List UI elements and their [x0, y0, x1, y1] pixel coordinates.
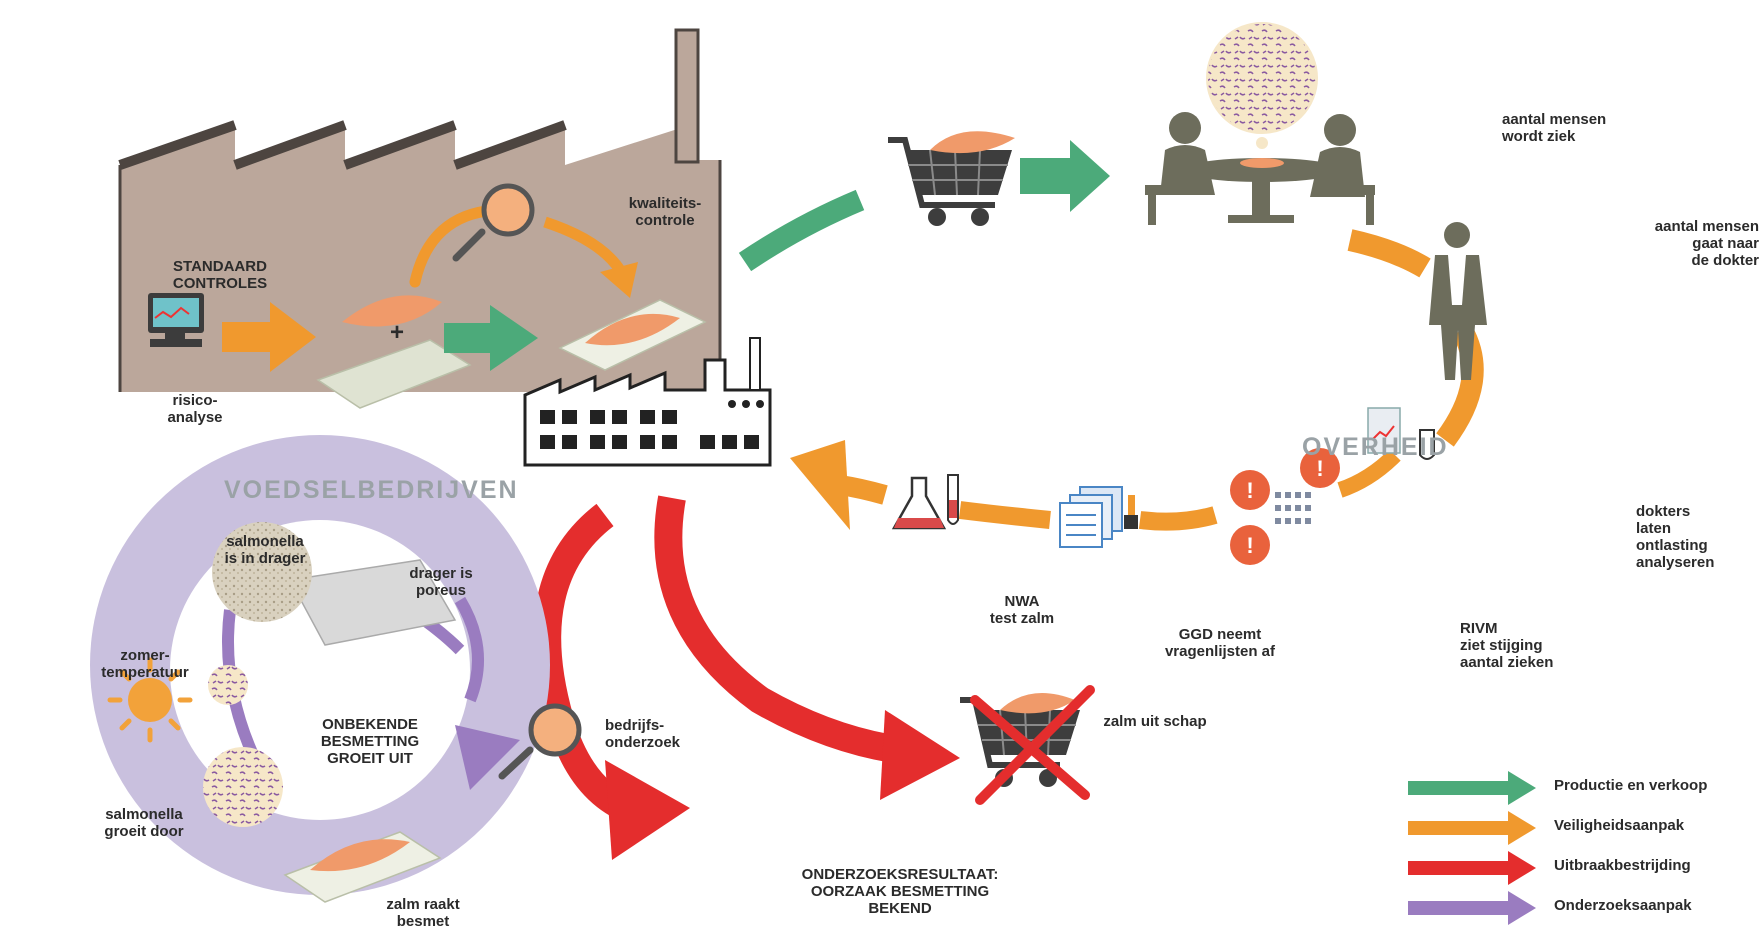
salmonella-grows [203, 747, 283, 827]
doctor-icon [1429, 222, 1487, 380]
svg-text:!: ! [1246, 533, 1253, 558]
carrier-tray [316, 339, 472, 409]
carrier-sphere [212, 522, 312, 622]
legend-label-safety: Veiligheidsaanpak [1554, 817, 1685, 834]
label-quality-control: kwaliteits- controle [628, 195, 702, 229]
production-arrow-packing [444, 305, 538, 371]
porous-carrier [288, 559, 457, 646]
research-magnifier-icon [498, 703, 582, 780]
label-ggd: GGD neemt vragenlijsten af [1164, 626, 1276, 660]
label-summer-temperature: zomer- temperatuur [101, 647, 189, 681]
legend-arrow-purple [1408, 891, 1536, 925]
label-salmon-off-shelf: zalm uit schap [1103, 713, 1207, 730]
label-rivm: RIVM ziet stijging aantal zieken [1460, 620, 1554, 671]
legend-label-production: Productie en verkoop [1554, 777, 1708, 794]
lab-flask-icon [891, 474, 959, 530]
questionnaire-icon [1059, 486, 1138, 548]
legend-label-outbreak: Uitbraakbestrijding [1554, 857, 1691, 874]
legend-item-safety: Veiligheidsaanpak [1408, 810, 1748, 846]
label-standard-controls: STANDAARD CONTROLES [172, 258, 268, 292]
bacteria-icon [1206, 22, 1318, 149]
label-doctors-analyse: dokters laten ontlasting analyseren [1636, 503, 1715, 571]
small-factory-icon [523, 337, 772, 467]
label-nwa: NWA test zalm [989, 593, 1055, 627]
salmon-fillet [342, 295, 442, 327]
label-carrier-porous: drager is poreus [409, 565, 473, 599]
svg-text:!: ! [1246, 478, 1253, 503]
outbreak-arrow-left [533, 503, 690, 860]
safety-arrow-factory-input [222, 302, 316, 372]
legend-item-outbreak: Uitbraakbestrijding [1408, 850, 1748, 886]
label-research-result: ONDERZOEKSRESULTAAT: OORZAAK BESMETTING … [801, 866, 999, 917]
label-salmon-contaminated: zalm raakt besmet [386, 896, 460, 930]
crossed-cart-icon [960, 685, 1095, 805]
plus-sign: + [390, 319, 404, 346]
legend-item-production: Productie en verkoop [1408, 770, 1748, 806]
chart-icon [1367, 407, 1435, 460]
label-unknown-contamination: ONBEKENDE BESMETTING GROEIT UIT [320, 716, 420, 767]
label-people-to-doctor: aantal mensen gaat naar de dokter [1654, 218, 1759, 269]
label-risk-analysis: risico- analyse [167, 392, 223, 426]
safety-arrow-to-factory [790, 440, 1218, 531]
legend-arrow-orange [1408, 811, 1536, 845]
legend-arrow-red [1408, 851, 1536, 885]
legend-arrow-green [1408, 771, 1536, 805]
label-company-research: bedrijfs- onderzoek [605, 717, 681, 751]
packed-salmon [558, 299, 707, 371]
contaminated-salmon [283, 831, 442, 903]
section-title-food-companies: VOEDSELBEDRIJVEN [224, 476, 519, 504]
outbreak-arrow-right [654, 495, 960, 800]
diners-icon [1145, 112, 1375, 225]
production-arrow-to-shop [738, 140, 1110, 272]
shopping-cart-icon [888, 131, 1015, 226]
label-people-sick: aantal mensen wordt ziek [1502, 111, 1607, 145]
sun-icon [107, 657, 193, 743]
svg-text:!: ! [1316, 456, 1323, 481]
label-salmonella-grows: salmonella groeit door [104, 806, 184, 840]
magnifier-icon [452, 183, 535, 262]
legend-label-research: Onderzoeksaanpak [1554, 897, 1692, 914]
quality-control-arrow [409, 204, 638, 298]
salmonella-small [208, 665, 248, 705]
label-salmonella-in-carrier: salmonella is in drager [224, 533, 306, 567]
alert-icon: ! ! ! [1230, 448, 1340, 565]
computer-icon [148, 293, 204, 347]
legend-item-research: Onderzoeksaanpak [1408, 890, 1748, 926]
section-title-government: OVERHEID [1302, 433, 1449, 461]
